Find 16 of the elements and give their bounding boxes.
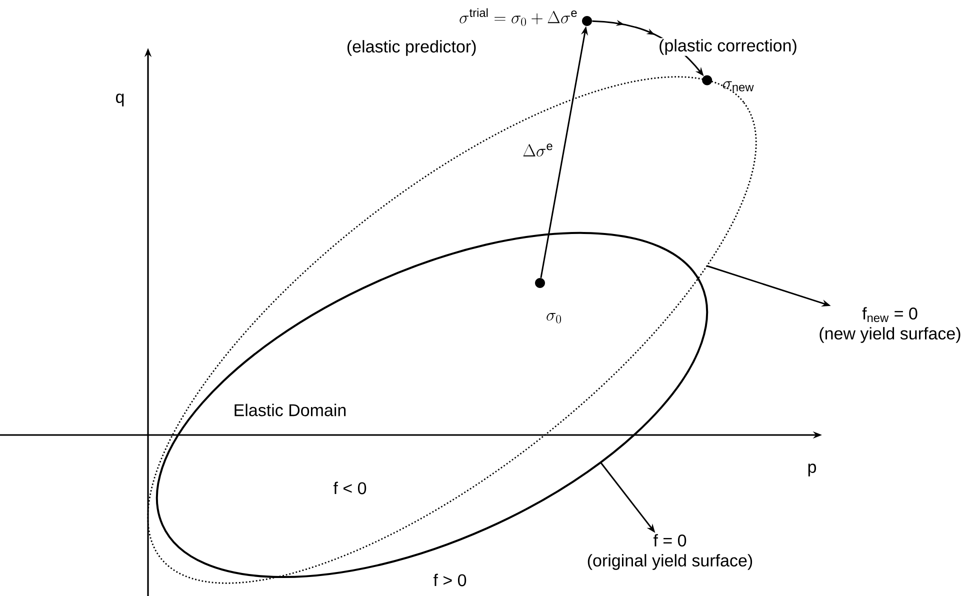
point-label: $\sigma^{\mathrm{trial}} = \sigma_0 + \Delta\sigma^{\mathrm{e}}$	[460, 8, 577, 26]
edge-label: $\Delta\sigma^{\mathrm{e}}$	[522, 142, 554, 158]
stress-point	[582, 16, 592, 26]
stress-point	[535, 278, 545, 288]
point-label: $\sigma_0$	[546, 312, 561, 324]
annotation-text: f = 0 (original yield surface)	[588, 534, 752, 570]
region-label: Elastic Domain	[234, 404, 346, 416]
axis-label: q	[116, 94, 124, 106]
region-label: f > 0	[433, 574, 466, 586]
edge-label: (plastic correction)	[658, 38, 798, 56]
point-label: (elastic predictor)	[347, 40, 476, 56]
axis-label: p	[808, 464, 816, 476]
stress-point	[702, 75, 712, 86]
annotation-text: f$_{new}$ = 0 (new yield surface)	[820, 307, 960, 343]
region-label: f < 0	[333, 482, 366, 494]
point-label: $\sigma_{\mathrm{new}}$	[722, 81, 754, 92]
